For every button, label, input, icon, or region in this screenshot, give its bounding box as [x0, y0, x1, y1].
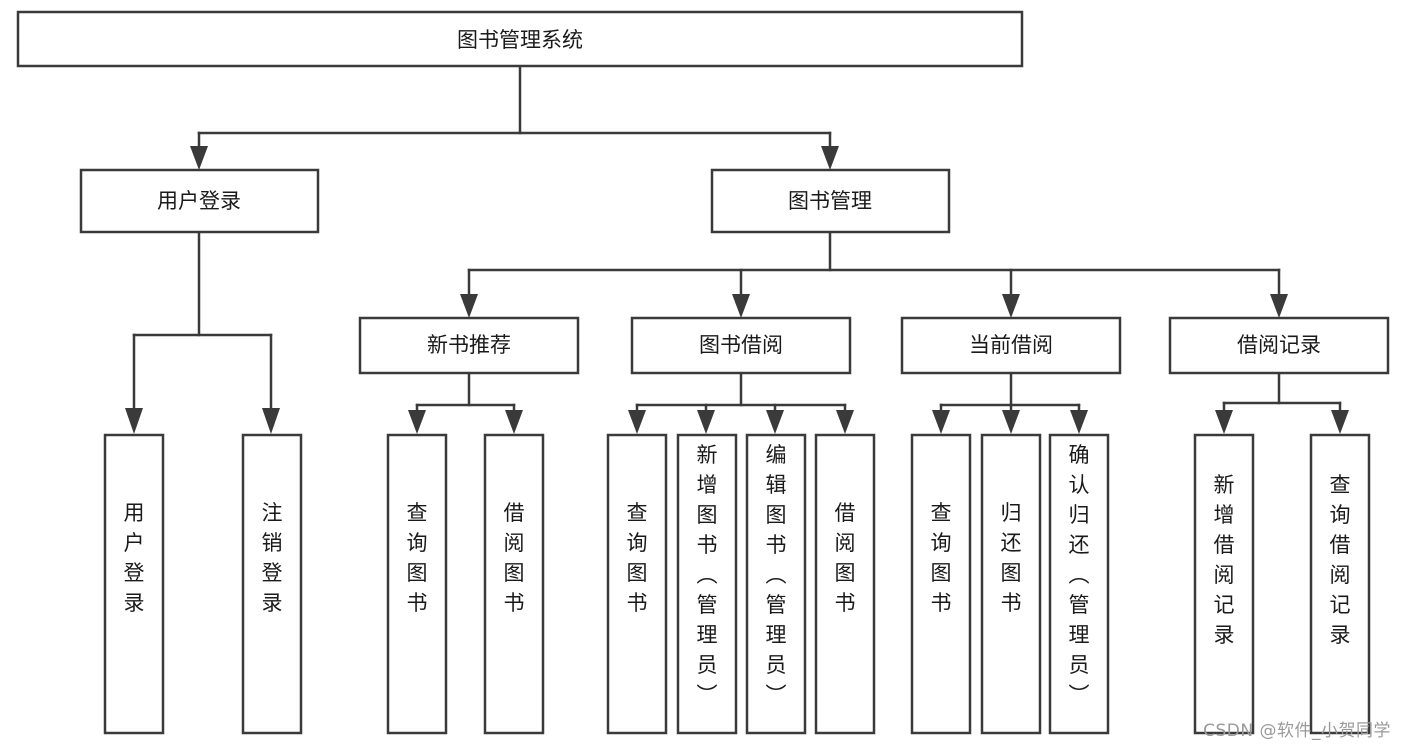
node-leaf-query-book-1-box[interactable] [386, 433, 448, 735]
arrow-head-user-login [190, 146, 208, 170]
arrow-head-leaf-borrow-book-2 [836, 410, 854, 434]
node-leaf-add-record-label: 新增借阅记录 [1214, 473, 1235, 647]
node-leaf-logout-box[interactable] [241, 433, 303, 735]
arrow-head-leaf-add-book [697, 410, 715, 434]
node-book-borrow[interactable]: 图书借阅 [630, 316, 852, 375]
node-book-borrow-box[interactable] [630, 316, 852, 375]
node-book-manage-label: 图书管理 [788, 189, 872, 213]
node-user-login-label: 用户登录 [157, 189, 241, 213]
node-leaf-query-book-2[interactable]: 查询图书 [606, 433, 668, 735]
node-leaf-query-book-1[interactable]: 查询图书 [386, 433, 448, 735]
arrow-head-new-book-rec [460, 294, 478, 318]
node-leaf-borrow-book-1[interactable]: 借阅图书 [483, 433, 545, 735]
node-leaf-return-book-label: 归还图书 [1001, 501, 1022, 615]
arrow-head-borrow-record [1270, 294, 1288, 318]
node-leaf-query-record-label: 查询借阅记录 [1330, 473, 1351, 647]
node-leaf-query-book-3[interactable]: 查询图书 [910, 433, 972, 735]
connector-group-current-borrow [932, 371, 1088, 434]
node-leaf-add-book-box[interactable] [676, 433, 738, 735]
arrow-head-leaf-query-book-1 [408, 410, 426, 434]
node-leaf-borrow-book-2-label: 借阅图书 [835, 501, 856, 615]
node-book-manage-box[interactable] [710, 168, 951, 234]
node-leaf-add-record-box[interactable] [1193, 433, 1255, 735]
node-leaf-borrow-book-2[interactable]: 借阅图书 [814, 433, 876, 735]
node-leaf-edit-book[interactable]: 编辑图书︵管理员︶ [745, 433, 807, 735]
node-leaf-return-book[interactable]: 归还图书 [980, 433, 1042, 735]
arrow-head-leaf-query-record [1331, 410, 1349, 434]
node-leaf-query-record-box[interactable] [1309, 433, 1371, 735]
node-leaf-query-book-3-label: 查询图书 [931, 501, 952, 615]
node-current-borrow-label: 当前借阅 [969, 333, 1053, 357]
arrow-head-book-manage [821, 146, 839, 170]
node-new-book-rec[interactable]: 新书推荐 [358, 316, 580, 375]
node-leaf-borrow-book-1-box[interactable] [483, 433, 545, 735]
arrow-head-leaf-return-book [1002, 410, 1020, 434]
node-root[interactable]: 图书管理系统 [16, 10, 1024, 68]
node-current-borrow-box[interactable] [900, 316, 1122, 375]
node-leaf-edit-book-box[interactable] [745, 433, 807, 735]
node-user-login[interactable]: 用户登录 [79, 168, 320, 234]
arrow-head-leaf-confirm-return [1070, 410, 1088, 434]
node-leaf-query-book-2-label: 查询图书 [627, 501, 648, 615]
node-new-book-rec-label: 新书推荐 [427, 333, 511, 357]
node-leaf-add-record[interactable]: 新增借阅记录 [1193, 433, 1255, 735]
node-root-label: 图书管理系统 [457, 28, 583, 52]
connector-group-book-manage [460, 230, 1288, 318]
node-leaf-add-book-label: 新增图书︵管理员︶ [697, 443, 718, 707]
node-leaf-query-book-2-box[interactable] [606, 433, 668, 735]
arrow-head-leaf-query-book-3 [932, 410, 950, 434]
node-borrow-record-box[interactable] [1168, 316, 1390, 375]
arrow-head-leaf-user-login [125, 408, 143, 434]
node-leaf-query-book-1-label: 查询图书 [407, 501, 428, 615]
arrow-head-current-borrow [1002, 294, 1020, 318]
arrow-head-leaf-borrow-book-1 [505, 410, 523, 434]
node-leaf-borrow-book-2-box[interactable] [814, 433, 876, 735]
node-borrow-record[interactable]: 借阅记录 [1168, 316, 1390, 375]
node-leaf-logout-label: 注销登录 [262, 501, 283, 615]
arrow-head-leaf-query-book-2 [628, 410, 646, 434]
connector-group-user-login [125, 230, 280, 434]
connector-group-root [190, 64, 839, 170]
node-borrow-record-label: 借阅记录 [1237, 333, 1321, 357]
node-leaf-confirm-return[interactable]: 确认归还︵管理员︶ [1048, 433, 1110, 735]
node-leaf-query-book-3-box[interactable] [910, 433, 972, 735]
connector-group-book-borrow [628, 371, 854, 434]
csdn-watermark: CSDN @软件_小贺同学 [1203, 721, 1391, 741]
node-leaf-user-login-label: 用户登录 [124, 501, 145, 615]
connector-group-borrow-record [1215, 371, 1349, 434]
node-book-borrow-label: 图书借阅 [699, 333, 783, 357]
node-leaf-user-login[interactable]: 用户登录 [103, 433, 165, 735]
arrow-head-book-borrow [732, 294, 750, 318]
connector-group-new-book-rec [408, 371, 523, 434]
arrow-head-leaf-logout [262, 408, 280, 434]
node-leaf-edit-book-label: 编辑图书︵管理员︶ [766, 443, 787, 707]
node-leaf-add-book[interactable]: 新增图书︵管理员︶ [676, 433, 738, 735]
node-leaf-query-record[interactable]: 查询借阅记录 [1309, 433, 1371, 735]
node-root-box[interactable] [16, 10, 1024, 68]
node-leaf-return-book-box[interactable] [980, 433, 1042, 735]
node-new-book-rec-box[interactable] [358, 316, 580, 375]
arrow-head-leaf-add-record [1215, 410, 1233, 434]
node-book-manage[interactable]: 图书管理 [710, 168, 951, 234]
node-leaf-confirm-return-box[interactable] [1048, 433, 1110, 735]
node-leaf-logout[interactable]: 注销登录 [241, 433, 303, 735]
node-current-borrow[interactable]: 当前借阅 [900, 316, 1122, 375]
node-leaf-confirm-return-label: 确认归还︵管理员︶ [1069, 443, 1090, 707]
node-user-login-box[interactable] [79, 168, 320, 234]
node-leaf-user-login-box[interactable] [103, 433, 165, 735]
arrow-head-leaf-edit-book [766, 410, 784, 434]
node-leaf-borrow-book-1-label: 借阅图书 [504, 501, 525, 615]
